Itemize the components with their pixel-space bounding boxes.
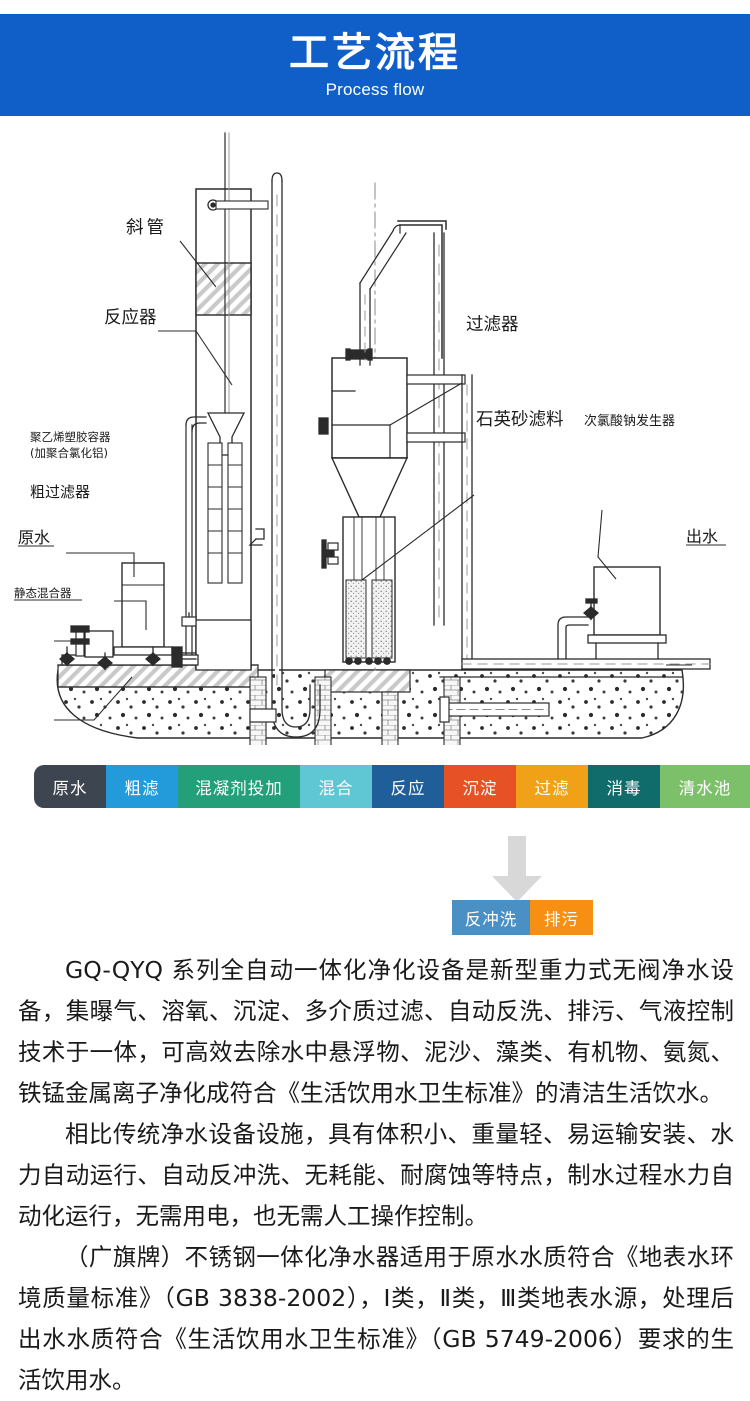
flow-step-label: 清水池: [678, 779, 732, 798]
label-pe-container-line2: (加聚合氯化铝): [30, 446, 108, 460]
description-text: GQ-QYQ 系列全自动一体化净化设备是新型重力式无阀净水设备，集曝气、溶氧、沉…: [18, 950, 734, 1401]
naclo-generator: [461, 566, 711, 670]
label-inclined-tube: 斜管: [126, 218, 167, 238]
cross-pipes: [406, 374, 473, 671]
flow-strip: 原水 粗滤 混凝剂投加 混合 反应 沉淀 过滤 消毒 清水池: [34, 765, 750, 808]
label-raw-water: 原水: [18, 528, 50, 547]
reactor-column: [181, 132, 269, 671]
flow-step-0[interactable]: 原水: [34, 765, 106, 808]
label-underlines: [14, 544, 726, 601]
underground-shafts: [249, 676, 550, 745]
page-title: 工艺流程: [289, 30, 461, 75]
page-subtitle: Process flow: [325, 79, 425, 99]
flow-step-label: 混合: [318, 779, 354, 798]
diagram-labels: 斜管 反应器 聚乙烯塑胶容器 (加聚合氯化铝) 粗过滤器 原水 静态混合器 过滤…: [14, 218, 718, 600]
process-flow-bar: 原水 粗滤 混凝剂投加 混合 反应 沉淀 过滤 消毒 清水池: [34, 752, 750, 820]
paragraph-2: （广旗牌）不锈钢一体化净水器适用于原水水质符合《地表水环境质量标准》（GB 38…: [18, 1243, 734, 1394]
backwash-drain-badges: 反冲洗 排污: [452, 900, 593, 935]
quartz-sand-media: [345, 579, 367, 659]
process-diagram: 斜管 反应器 聚乙烯塑胶容器 (加聚合氯化铝) 粗过滤器 原水 静态混合器 过滤…: [10, 125, 740, 745]
sub-step-1[interactable]: 排污: [530, 900, 593, 935]
label-filter: 过滤器: [466, 315, 519, 335]
siphon-pipe: [249, 172, 321, 738]
backwash-siphon: [359, 220, 447, 626]
flow-step-label: 消毒: [606, 779, 642, 798]
flow-step-label: 过滤: [534, 779, 570, 798]
filter-vessel: [318, 348, 409, 665]
inlet-piping: [59, 562, 199, 671]
ground-mass: [56, 664, 684, 739]
reactor-flange-detail: [248, 528, 265, 546]
flow-step-label: 原水: [52, 779, 88, 798]
process-diagram-svg: 斜管 反应器 聚乙烯塑胶容器 (加聚合氯化铝) 粗过滤器 原水 静态混合器 过滤…: [14, 132, 726, 745]
paragraph-0: GQ-QYQ 系列全自动一体化净化设备是新型重力式无阀净水设备，集曝气、溶氧、沉…: [18, 956, 734, 1107]
label-static-mixer: 静态混合器: [14, 586, 72, 600]
sub-step-label: 排污: [544, 910, 579, 929]
down-arrow-icon: [492, 836, 542, 902]
label-pe-container-line1: 聚乙烯塑胶容器: [30, 430, 111, 444]
flow-step-5[interactable]: 沉淀: [444, 765, 516, 808]
flow-step-label: 沉淀: [462, 779, 498, 798]
flow-step-2[interactable]: 混凝剂投加: [178, 765, 300, 808]
leader-lines: [54, 240, 692, 721]
sub-step-label: 反冲洗: [464, 910, 518, 929]
label-reactor: 反应器: [104, 308, 157, 328]
flow-step-label: 粗滤: [124, 779, 160, 798]
flow-step-label: 混凝剂投加: [195, 779, 283, 798]
flow-step-1[interactable]: 粗滤: [106, 765, 178, 808]
label-coarse-filter: 粗过滤器: [30, 483, 90, 501]
flow-step-8[interactable]: 清水池: [660, 765, 750, 808]
paragraph-1: 相比传统净水设备设施，具有体积小、重量轻、易运输安装、水力自动运行、自动反冲洗、…: [18, 1120, 734, 1230]
flow-step-label: 反应: [390, 779, 426, 798]
sub-step-0[interactable]: 反冲洗: [452, 900, 530, 935]
label-outlet-water: 出水: [686, 527, 718, 546]
inclined-tube-block: [195, 262, 252, 316]
flow-step-4[interactable]: 反应: [372, 765, 444, 808]
flow-step-7[interactable]: 消毒: [588, 765, 660, 808]
label-naclo-generator: 次氯酸钠发生器: [584, 413, 675, 429]
flow-step-3[interactable]: 混合: [300, 765, 372, 808]
label-quartz-sand: 石英砂滤料: [476, 410, 564, 430]
pe-dosing-tank: [121, 562, 165, 648]
page-header: 工艺流程 Process flow: [0, 14, 750, 116]
flow-step-6[interactable]: 过滤: [516, 765, 588, 808]
